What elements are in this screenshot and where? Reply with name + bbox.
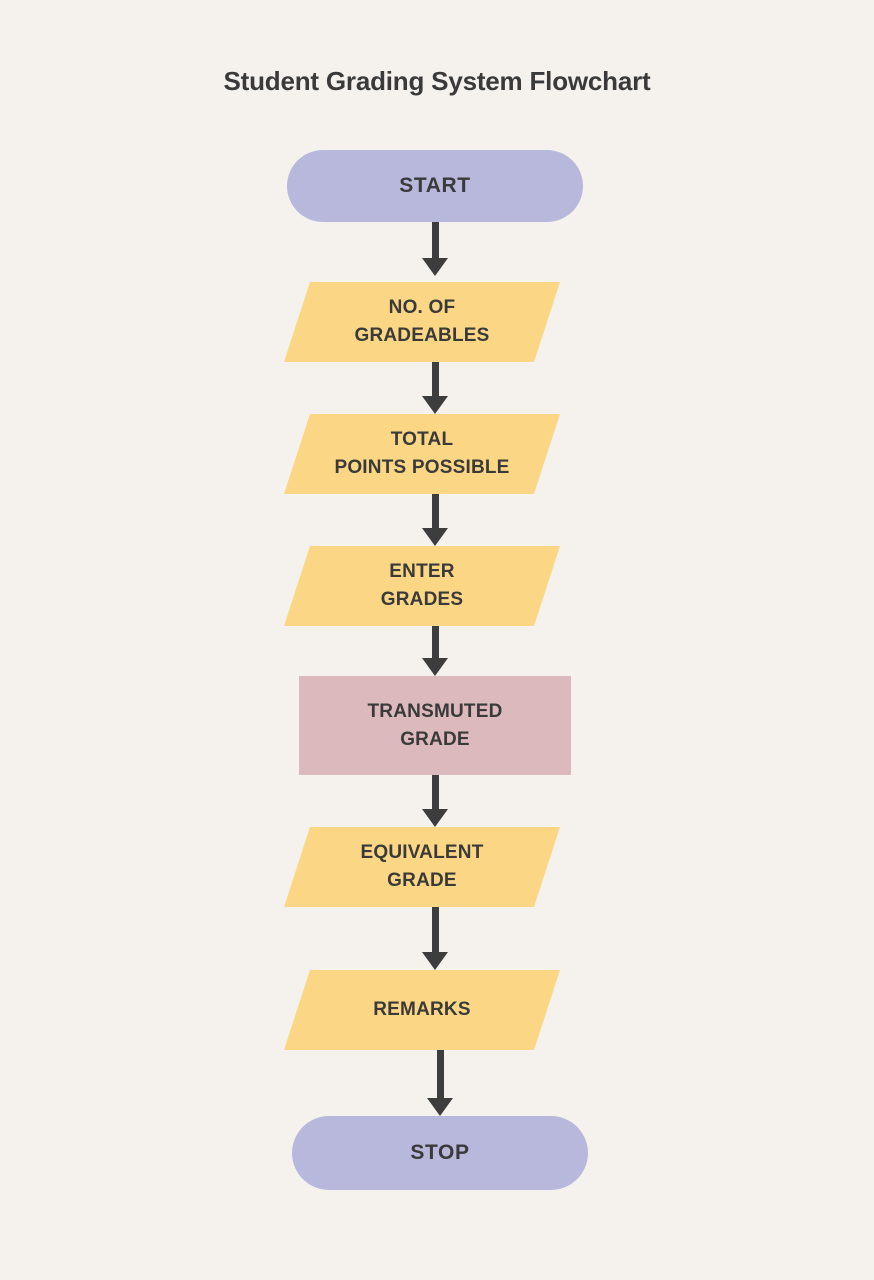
arrow-shaft [436, 1050, 444, 1098]
arrow-shaft [431, 626, 439, 658]
node-label-no-of-gradeables: NO. OF GRADEABLES [354, 297, 490, 346]
flowchart-node-enter-grades[interactable]: ENTER GRADES [284, 546, 560, 626]
flowchart-node-start[interactable]: START [287, 150, 583, 222]
arrowhead-icon [422, 528, 448, 546]
page-title: Student Grading System Flowchart [223, 66, 651, 96]
flowchart-arrow-equivalent-to-remarks [421, 907, 449, 970]
flowchart-node-total-points-possible[interactable]: TOTAL POINTS POSSIBLE [284, 414, 560, 494]
flowchart-arrow-remarks-to-stop [426, 1050, 454, 1116]
node-label-start: START [399, 173, 471, 197]
flowchart-arrow-start-to-gradeables [421, 222, 449, 276]
arrow-shaft [431, 362, 439, 396]
node-label-remarks: REMARKS [373, 999, 471, 1021]
node-label-equivalent-grade: EQUIVALENT GRADE [360, 842, 484, 891]
arrowhead-icon [422, 809, 448, 827]
arrowhead-icon [422, 258, 448, 276]
arrowhead-icon [422, 396, 448, 414]
flowchart-arrow-enter-grades-to-transmuted [421, 626, 449, 676]
arrow-shaft [431, 222, 439, 258]
arrow-shaft [431, 494, 439, 528]
arrow-shaft [431, 775, 439, 809]
node-label-total-points-possible: TOTAL POINTS POSSIBLE [334, 429, 510, 478]
flowchart-node-stop[interactable]: STOP [292, 1116, 588, 1190]
node-label-enter-grades: ENTER GRADES [380, 561, 464, 610]
node-label-transmuted-grade: TRANSMUTED GRADE [367, 700, 503, 750]
node-label-stop: STOP [410, 1140, 470, 1164]
flowchart-node-equivalent-grade[interactable]: EQUIVALENT GRADE [284, 827, 560, 907]
flowchart-node-transmuted-grade[interactable]: TRANSMUTED GRADE [299, 676, 571, 775]
arrowhead-icon [422, 952, 448, 970]
arrowhead-icon [422, 658, 448, 676]
arrow-shaft [431, 907, 439, 952]
flowchart-node-no-of-gradeables[interactable]: NO. OF GRADEABLES [284, 282, 560, 362]
flowchart-arrow-transmuted-to-equivalent [421, 775, 449, 827]
flowchart-arrow-gradeables-to-total-points [421, 362, 449, 414]
arrowhead-icon [427, 1098, 453, 1116]
flowchart-arrow-total-points-to-enter-grades [421, 494, 449, 546]
flowchart-node-remarks[interactable]: REMARKS [284, 970, 560, 1050]
